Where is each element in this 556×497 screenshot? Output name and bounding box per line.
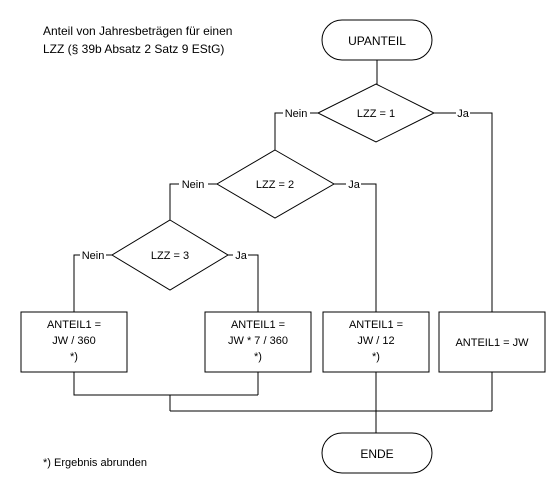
title-line-1: Anteil von Jahresbeträgen für einen [43, 24, 233, 38]
process-box-jw-12: ANTEIL1 = JW / 12 *) [322, 311, 430, 373]
decision-lzz-1-label: LZZ = 1 [357, 108, 395, 120]
diagram-title: Anteil von Jahresbeträgen für einen LZZ … [43, 22, 232, 58]
title-line-2: LZZ (§ 39b Absatz 2 Satz 9 EStG) [43, 42, 225, 56]
decision-lzz-2-yes-label: Ja [348, 179, 361, 191]
decision-lzz-3-yes-label: Ja [235, 250, 248, 262]
end-label: ENDE [360, 447, 393, 461]
connector-lzz1-yes-b [470, 112, 493, 312]
connector-box1-merge [73, 372, 258, 396]
connector-lzz2-no-b [169, 183, 179, 220]
decision-lzz-2-no-label: Nein [182, 179, 205, 191]
decision-lzz-1: LZZ = 1 Nein Ja [285, 83, 470, 143]
process-box-jw-12-line-3: *) [372, 351, 380, 363]
end-terminal: ENDE [321, 432, 433, 474]
process-box-jw-360: ANTEIL1 = JW / 360 *) [20, 311, 128, 373]
process-box-jw-7-360-line-1: ANTEIL1 = [231, 319, 285, 331]
decision-lzz-1-no-label: Nein [285, 108, 308, 120]
process-box-jw-line-1: ANTEIL1 = JW [455, 337, 529, 349]
process-box-jw-7-360-line-2: JW * 7 / 360 [228, 335, 288, 347]
process-box-jw-12-line-1: ANTEIL1 = [349, 319, 403, 331]
process-box-jw-7-360: ANTEIL1 = JW * 7 / 360 *) [204, 311, 312, 373]
connector-lzz2-yes-b [361, 183, 377, 312]
decision-lzz-3-label: LZZ = 3 [151, 250, 189, 262]
process-box-jw-7-360-line-3: *) [254, 351, 262, 363]
connector-lzz1-no-b [274, 112, 283, 150]
process-box-jw-360-line-3: *) [70, 351, 78, 363]
process-box-jw: ANTEIL1 = JW [438, 311, 546, 373]
decision-lzz-3: LZZ = 3 Nein Ja [82, 219, 248, 291]
process-box-jw-12-line-2: JW / 12 [357, 335, 394, 347]
connector-lines [73, 60, 493, 433]
process-box-jw-360-line-2: JW / 360 [52, 335, 95, 347]
decision-lzz-2-label: LZZ = 2 [256, 179, 294, 191]
decision-lzz-3-no-label: Nein [82, 250, 105, 262]
connector-lzz3-yes-b [248, 254, 259, 312]
decision-lzz-2: LZZ = 2 Nein Ja [182, 149, 361, 219]
connector-lzz3-no-b [73, 254, 80, 312]
decision-lzz-1-yes-label: Ja [457, 108, 470, 120]
start-terminal: UPANTEIL [321, 19, 433, 61]
footnote: *) Ergebnis abrunden [43, 457, 147, 469]
process-box-jw-360-line-1: ANTEIL1 = [47, 319, 101, 331]
start-label: UPANTEIL [348, 34, 406, 48]
